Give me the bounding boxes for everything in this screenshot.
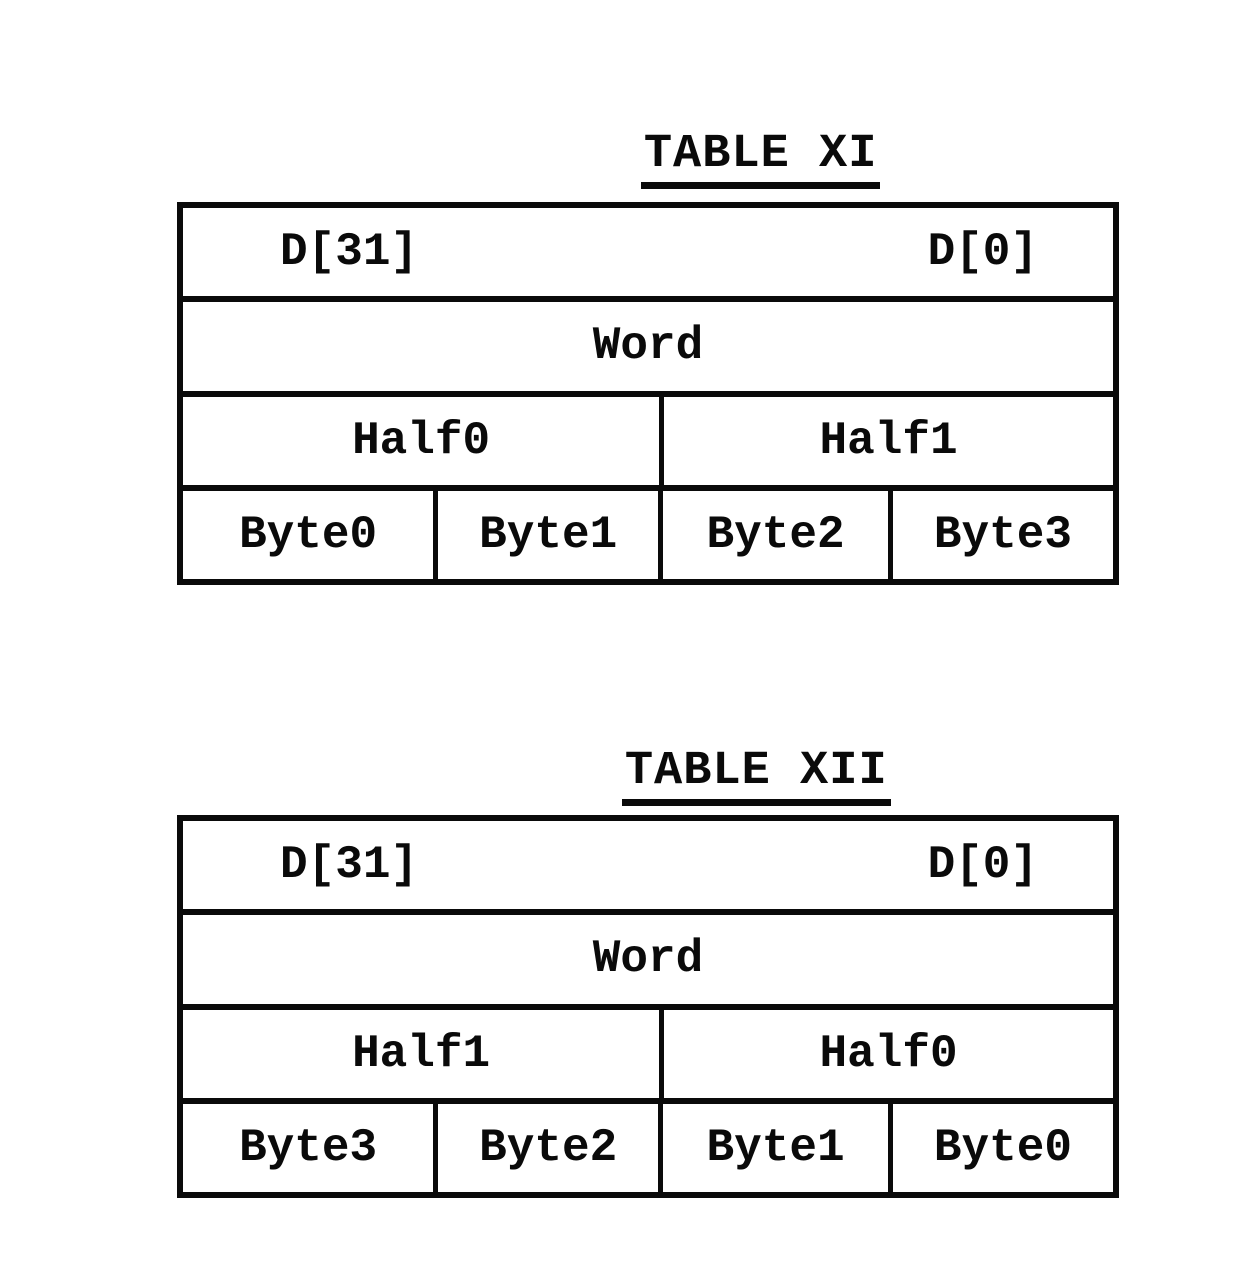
byte-row: Byte0 Byte1 Byte2 Byte3 xyxy=(183,484,1113,579)
d0-label: D[0] xyxy=(927,226,1038,279)
halfword-row: Half0 Half1 xyxy=(183,390,1113,485)
table-xi-title-text: TABLE XI xyxy=(640,131,881,189)
half-cell-right: Half0 xyxy=(659,1009,1113,1098)
table-xii-title-text: TABLE XII xyxy=(621,748,891,806)
word-row: Word xyxy=(183,909,1113,1003)
table-xi-title: TABLE XI xyxy=(524,84,881,236)
word-row: Word xyxy=(183,296,1113,390)
half-cell-right: Half1 xyxy=(659,396,1113,485)
byte-order-table-xii: D[31] D[0] Word Half1 Half0 Byte3 Byte2 … xyxy=(177,815,1119,1198)
byte-cell-0: Byte3 xyxy=(239,1121,378,1174)
byte-cell-2: Byte2 xyxy=(658,490,888,579)
word-cell: Word xyxy=(592,320,704,373)
byte-cell-3: Byte0 xyxy=(887,1103,1113,1192)
byte-cell-0: Byte0 xyxy=(239,508,378,561)
byte-cell-3: Byte3 xyxy=(887,490,1113,579)
d0-label: D[0] xyxy=(927,839,1038,892)
half-cell-left: Half0 xyxy=(352,414,491,467)
bit-range-row: D[31] D[0] xyxy=(183,821,1113,909)
table-xii-title: TABLE XII xyxy=(505,701,891,853)
byte-row: Byte3 Byte2 Byte1 Byte0 xyxy=(183,1097,1113,1192)
word-cell: Word xyxy=(592,933,704,986)
half-cell-left: Half1 xyxy=(352,1027,491,1080)
byte-cell-1: Byte1 xyxy=(433,490,658,579)
byte-order-table-xi: D[31] D[0] Word Half0 Half1 Byte0 Byte1 … xyxy=(177,202,1119,585)
d31-label: D[31] xyxy=(280,226,419,279)
byte-cell-2: Byte1 xyxy=(658,1103,888,1192)
byte-cell-1: Byte2 xyxy=(433,1103,658,1192)
d31-label: D[31] xyxy=(280,839,419,892)
bit-range-row: D[31] D[0] xyxy=(183,208,1113,296)
halfword-row: Half1 Half0 xyxy=(183,1003,1113,1098)
